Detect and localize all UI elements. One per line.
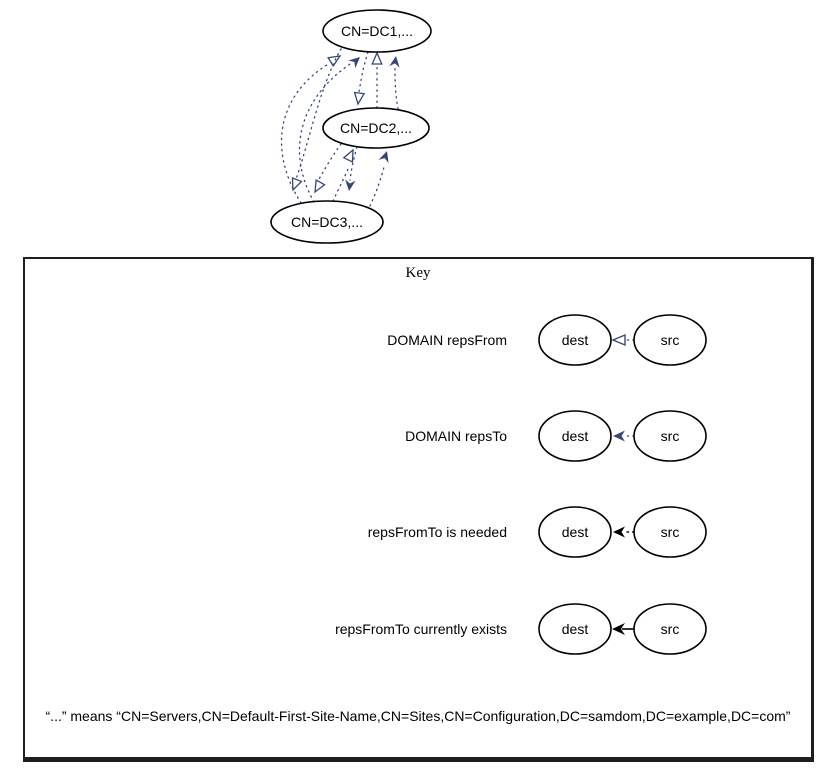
key-row-repsfrom: DOMAIN repsFrom dest src (25, 310, 811, 370)
src-label: src (661, 332, 680, 348)
node-dc1-label: CN=DC1,... (341, 23, 413, 39)
edge-dc1-dc3-repsfrom (295, 48, 342, 180)
edge-dc2-dc3-repsfrom (317, 143, 342, 182)
src-label: src (661, 524, 680, 540)
open-arrowhead-icon (371, 51, 383, 65)
dest-label: dest (562, 621, 589, 637)
src-label: src (661, 428, 680, 444)
node-dc3: CN=DC3,... (270, 200, 384, 244)
src-node (633, 506, 707, 558)
key-title: Key (405, 265, 431, 281)
dest-node (538, 314, 612, 366)
key-row-repsfromto-needed: repsFromTo is needed dest src (25, 502, 811, 562)
filled-arrowhead-icon (613, 430, 625, 442)
filled-arrowhead-icon (348, 57, 360, 69)
node-dc1: CN=DC1,... (322, 9, 432, 53)
replication-graph: CN=DC1,... CN=DC2,... CN=DC3,... (270, 9, 432, 244)
key-row-example: dest src (538, 506, 707, 558)
edge-dc2-dc1-repsto (394, 67, 399, 110)
edge-dc1-dc2-repsfrom (358, 51, 369, 93)
key-row-label: repsFromTo is needed (367, 524, 507, 540)
open-arrowhead-icon (353, 91, 366, 106)
node-dc3-label: CN=DC3,... (291, 214, 363, 230)
filled-arrowhead-icon (378, 151, 389, 164)
open-arrowhead-icon (314, 179, 326, 194)
key-row-example: dest src (538, 603, 707, 655)
key-row-repsto: DOMAIN repsTo dest src (25, 406, 811, 466)
dest-label: dest (562, 428, 589, 444)
node-dc2-label: CN=DC2,... (340, 120, 412, 136)
src-node (633, 314, 707, 366)
filled-arrowhead-icon (345, 179, 356, 191)
dest-label: dest (562, 524, 589, 540)
edge-dc3-dc2-repsto (369, 166, 385, 207)
src-label: src (661, 621, 680, 637)
edge-dc3-dc2-repsfrom (332, 166, 350, 202)
open-arrowhead-icon (611, 333, 626, 347)
key-row-example: dest src (538, 314, 707, 366)
key-row-label: DOMAIN repsTo (405, 428, 507, 444)
key-box: Key DOMAIN repsFrom dest src DOMAIN reps… (23, 257, 814, 762)
filled-arrowhead-icon (389, 56, 400, 68)
src-node (633, 410, 707, 462)
edge-dc3-dc1-repsfrom (280, 62, 331, 204)
dest-label: dest (562, 332, 589, 348)
ellipsis-meaning-note: “...” means “CN=Servers,CN=Default-First… (45, 708, 791, 724)
open-arrowhead-icon (291, 177, 303, 192)
key-row-label: DOMAIN repsFrom (387, 332, 507, 348)
src-node (633, 603, 707, 655)
dest-node (538, 410, 612, 462)
node-dc2: CN=DC2,... (322, 107, 430, 149)
key-row-example: dest src (538, 410, 707, 462)
graph-edges (280, 48, 400, 207)
dest-node (538, 506, 612, 558)
filled-arrowhead-icon (612, 623, 625, 635)
dest-node (538, 603, 612, 655)
key-row-label: repsFromTo currently exists (335, 621, 507, 637)
filled-arrowhead-icon (613, 526, 625, 538)
open-arrowhead-icon (342, 148, 354, 164)
open-arrowhead-icon (327, 55, 342, 68)
key-row-repsfromto-exists: repsFromTo currently exists dest src (25, 599, 811, 659)
